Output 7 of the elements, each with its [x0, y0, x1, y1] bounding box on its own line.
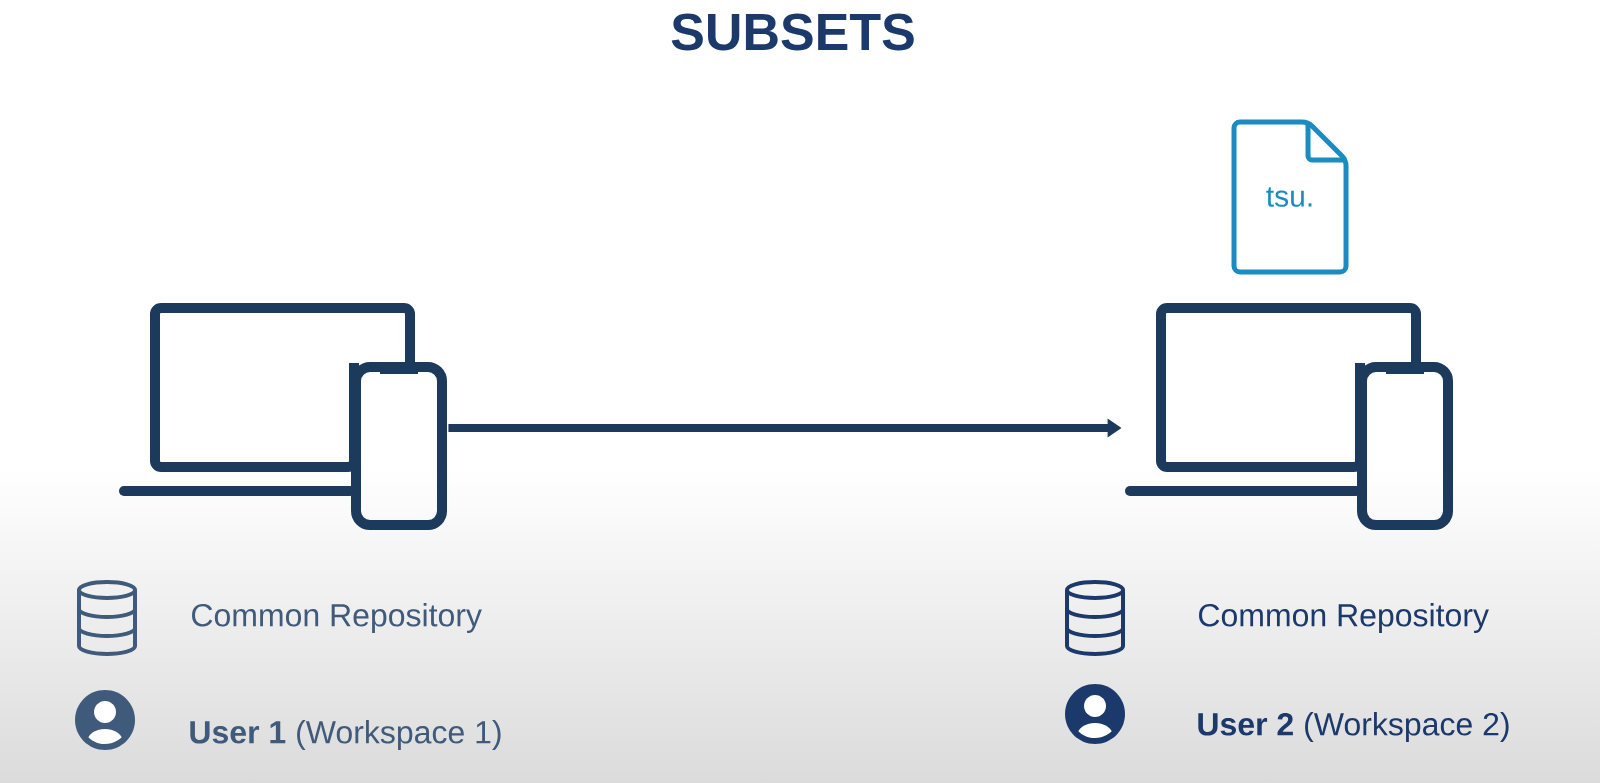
label: Common Repository: [1199, 603, 1489, 633]
user-label: User 2 (Workspace 2): [1198, 712, 1509, 742]
label: Common Repository: [192, 603, 482, 633]
laptop-phone-drawing: [1125, 303, 1453, 530]
user-label: User 1 (Workspace 1): [190, 720, 501, 750]
title: SUBSETS: [671, 13, 914, 51]
laptop-phone-drawing: [119, 303, 447, 530]
